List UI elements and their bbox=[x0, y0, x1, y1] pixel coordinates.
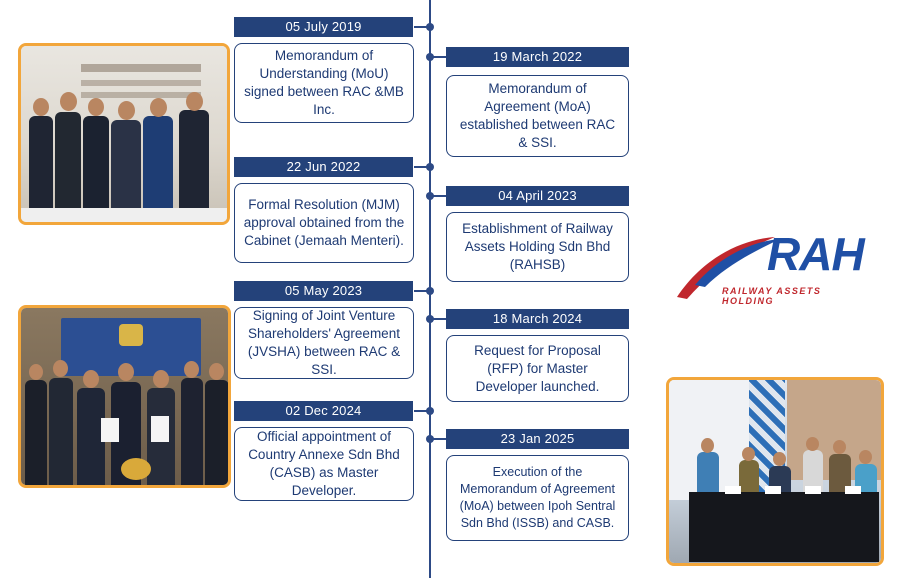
rah-logo: RAH RAILWAY ASSETS HOLDING bbox=[675, 225, 865, 306]
milestone-card: Memorandum of Agreement (MoA) establishe… bbox=[446, 75, 629, 157]
milestone-card: Signing of Joint Venture Shareholders' A… bbox=[234, 307, 414, 379]
photo-moa-2025-signing bbox=[666, 377, 884, 566]
photo-mou-signing bbox=[18, 43, 230, 225]
date-label: 18 March 2024 bbox=[446, 309, 629, 329]
date-label: 02 Dec 2024 bbox=[234, 401, 413, 421]
timeline-dot bbox=[426, 163, 434, 171]
milestone-card: Memorandum of Understanding (MoU) signed… bbox=[234, 43, 414, 123]
timeline-dot bbox=[426, 407, 434, 415]
date-label: 23 Jan 2025 bbox=[446, 429, 629, 449]
milestone-card: Execution of the Memorandum of Agreement… bbox=[446, 455, 629, 541]
milestone-card: Official appointment of Country Annexe S… bbox=[234, 427, 414, 501]
date-label: 19 March 2022 bbox=[446, 47, 629, 67]
milestone-card: Request for Proposal (RFP) for Master De… bbox=[446, 335, 629, 402]
date-label: 05 May 2023 bbox=[234, 281, 413, 301]
logo-name: RAH bbox=[767, 228, 865, 280]
timeline-dot bbox=[426, 192, 434, 200]
rah-swoosh-icon bbox=[677, 237, 780, 299]
milestone-card: Establishment of Railway Assets Holding … bbox=[446, 212, 629, 282]
date-label: 05 July 2019 bbox=[234, 17, 413, 37]
timeline-dot bbox=[426, 23, 434, 31]
timeline-dot bbox=[426, 53, 434, 61]
timeline-dot bbox=[426, 435, 434, 443]
milestone-card: Formal Resolution (MJM) approval obtaine… bbox=[234, 183, 414, 263]
timeline-dot bbox=[426, 287, 434, 295]
logo-subtitle: RAILWAY ASSETS HOLDING bbox=[722, 286, 822, 306]
date-label: 22 Jun 2022 bbox=[234, 157, 413, 177]
date-label: 04 April 2023 bbox=[446, 186, 629, 206]
photo-jvsha-signing bbox=[18, 305, 231, 488]
timeline-dot bbox=[426, 315, 434, 323]
